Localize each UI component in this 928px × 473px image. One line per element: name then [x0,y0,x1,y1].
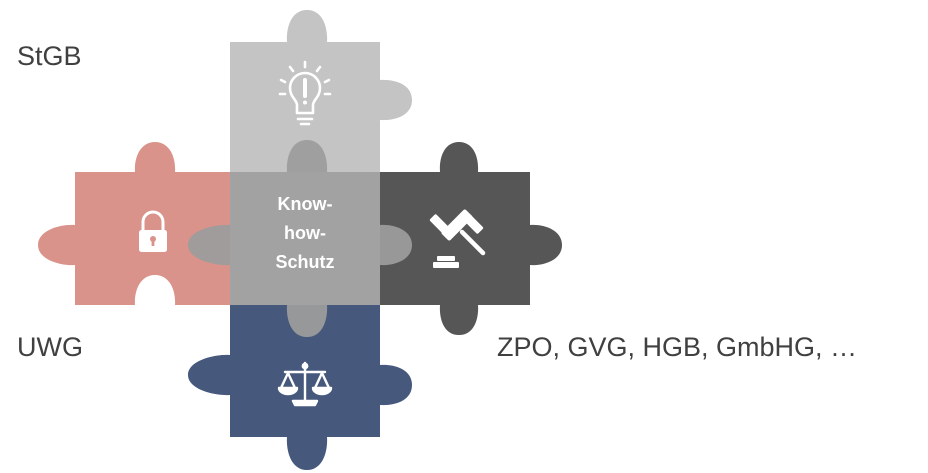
lightbulb-icon [278,60,332,126]
puzzle-piece-center [188,140,412,337]
scales-icon [277,361,333,407]
center-title-line-3: Schutz [275,252,335,272]
label-uwg: UWG [17,332,83,362]
padlock-icon [139,210,167,252]
center-title-line-1: Know- [277,194,333,214]
center-title: Know- how- Schutz [230,190,380,277]
label-stgb: StGB [17,41,82,71]
puzzle-piece-left [38,142,230,305]
gavel-icon [429,209,486,268]
center-title-line-2: how- [284,223,326,243]
label-procedural-laws: ZPO, GVG, HGB, GmbHG, … [497,332,858,362]
puzzle-piece-bottom [188,305,412,470]
puzzle-piece-right [380,142,562,335]
puzzle-piece-top [230,10,412,172]
